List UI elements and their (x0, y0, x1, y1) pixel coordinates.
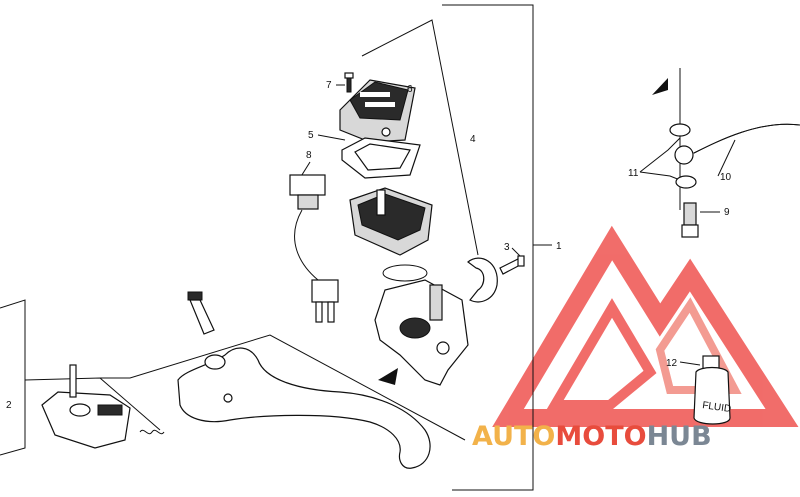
brake-fluid-bottle: FLUID (693, 355, 732, 425)
lever-spring (139, 429, 165, 435)
watermark-text: AUTOMOTOHUB (472, 421, 712, 452)
callout-6: 6 (407, 84, 413, 95)
callout-5: 5 (308, 130, 314, 141)
reservoir-body (349, 187, 433, 256)
bottle-label: FLUID (702, 400, 732, 415)
master-cylinder (374, 279, 469, 386)
callout-8: 8 (306, 150, 312, 161)
watermark-moto: MOTO (555, 421, 646, 452)
brake-lever (177, 347, 431, 469)
svg-text:AUTOMOTOHUB: AUTOMOTOHUB (472, 421, 712, 452)
callout-10: 10 (720, 172, 732, 183)
lever-bracket (41, 364, 131, 449)
banjo-bolt (681, 202, 699, 238)
direction-arrow-bottom (378, 368, 398, 385)
crush-washer-bottom (675, 175, 697, 189)
watermark-logo (492, 225, 799, 427)
brake-hose (674, 123, 800, 165)
direction-arrow-top (652, 78, 668, 95)
callout-labels: 1 2 3 4 5 6 7 8 9 10 11 12 (6, 80, 732, 411)
callout-4: 4 (470, 134, 476, 145)
callout-12: 12 (666, 358, 678, 369)
watermark-hub: HUB (647, 421, 712, 452)
lever-pivot-bolt (187, 291, 215, 335)
callout-9: 9 (724, 207, 730, 218)
cap-screw (344, 72, 354, 93)
callout-2: 2 (6, 400, 12, 411)
callout-11: 11 (628, 168, 639, 179)
o-ring (382, 264, 428, 282)
callout-3: 3 (504, 242, 510, 253)
clamp-bolt (499, 255, 525, 275)
handlebar-clamp (467, 257, 498, 303)
brake-light-switch (289, 174, 339, 323)
bracket-lines (0, 4, 736, 491)
watermark-auto: AUTO (472, 421, 555, 452)
callout-7: 7 (326, 80, 332, 91)
callout-1: 1 (556, 241, 562, 252)
reservoir-cap (339, 79, 416, 143)
crush-washer-top (669, 123, 691, 137)
